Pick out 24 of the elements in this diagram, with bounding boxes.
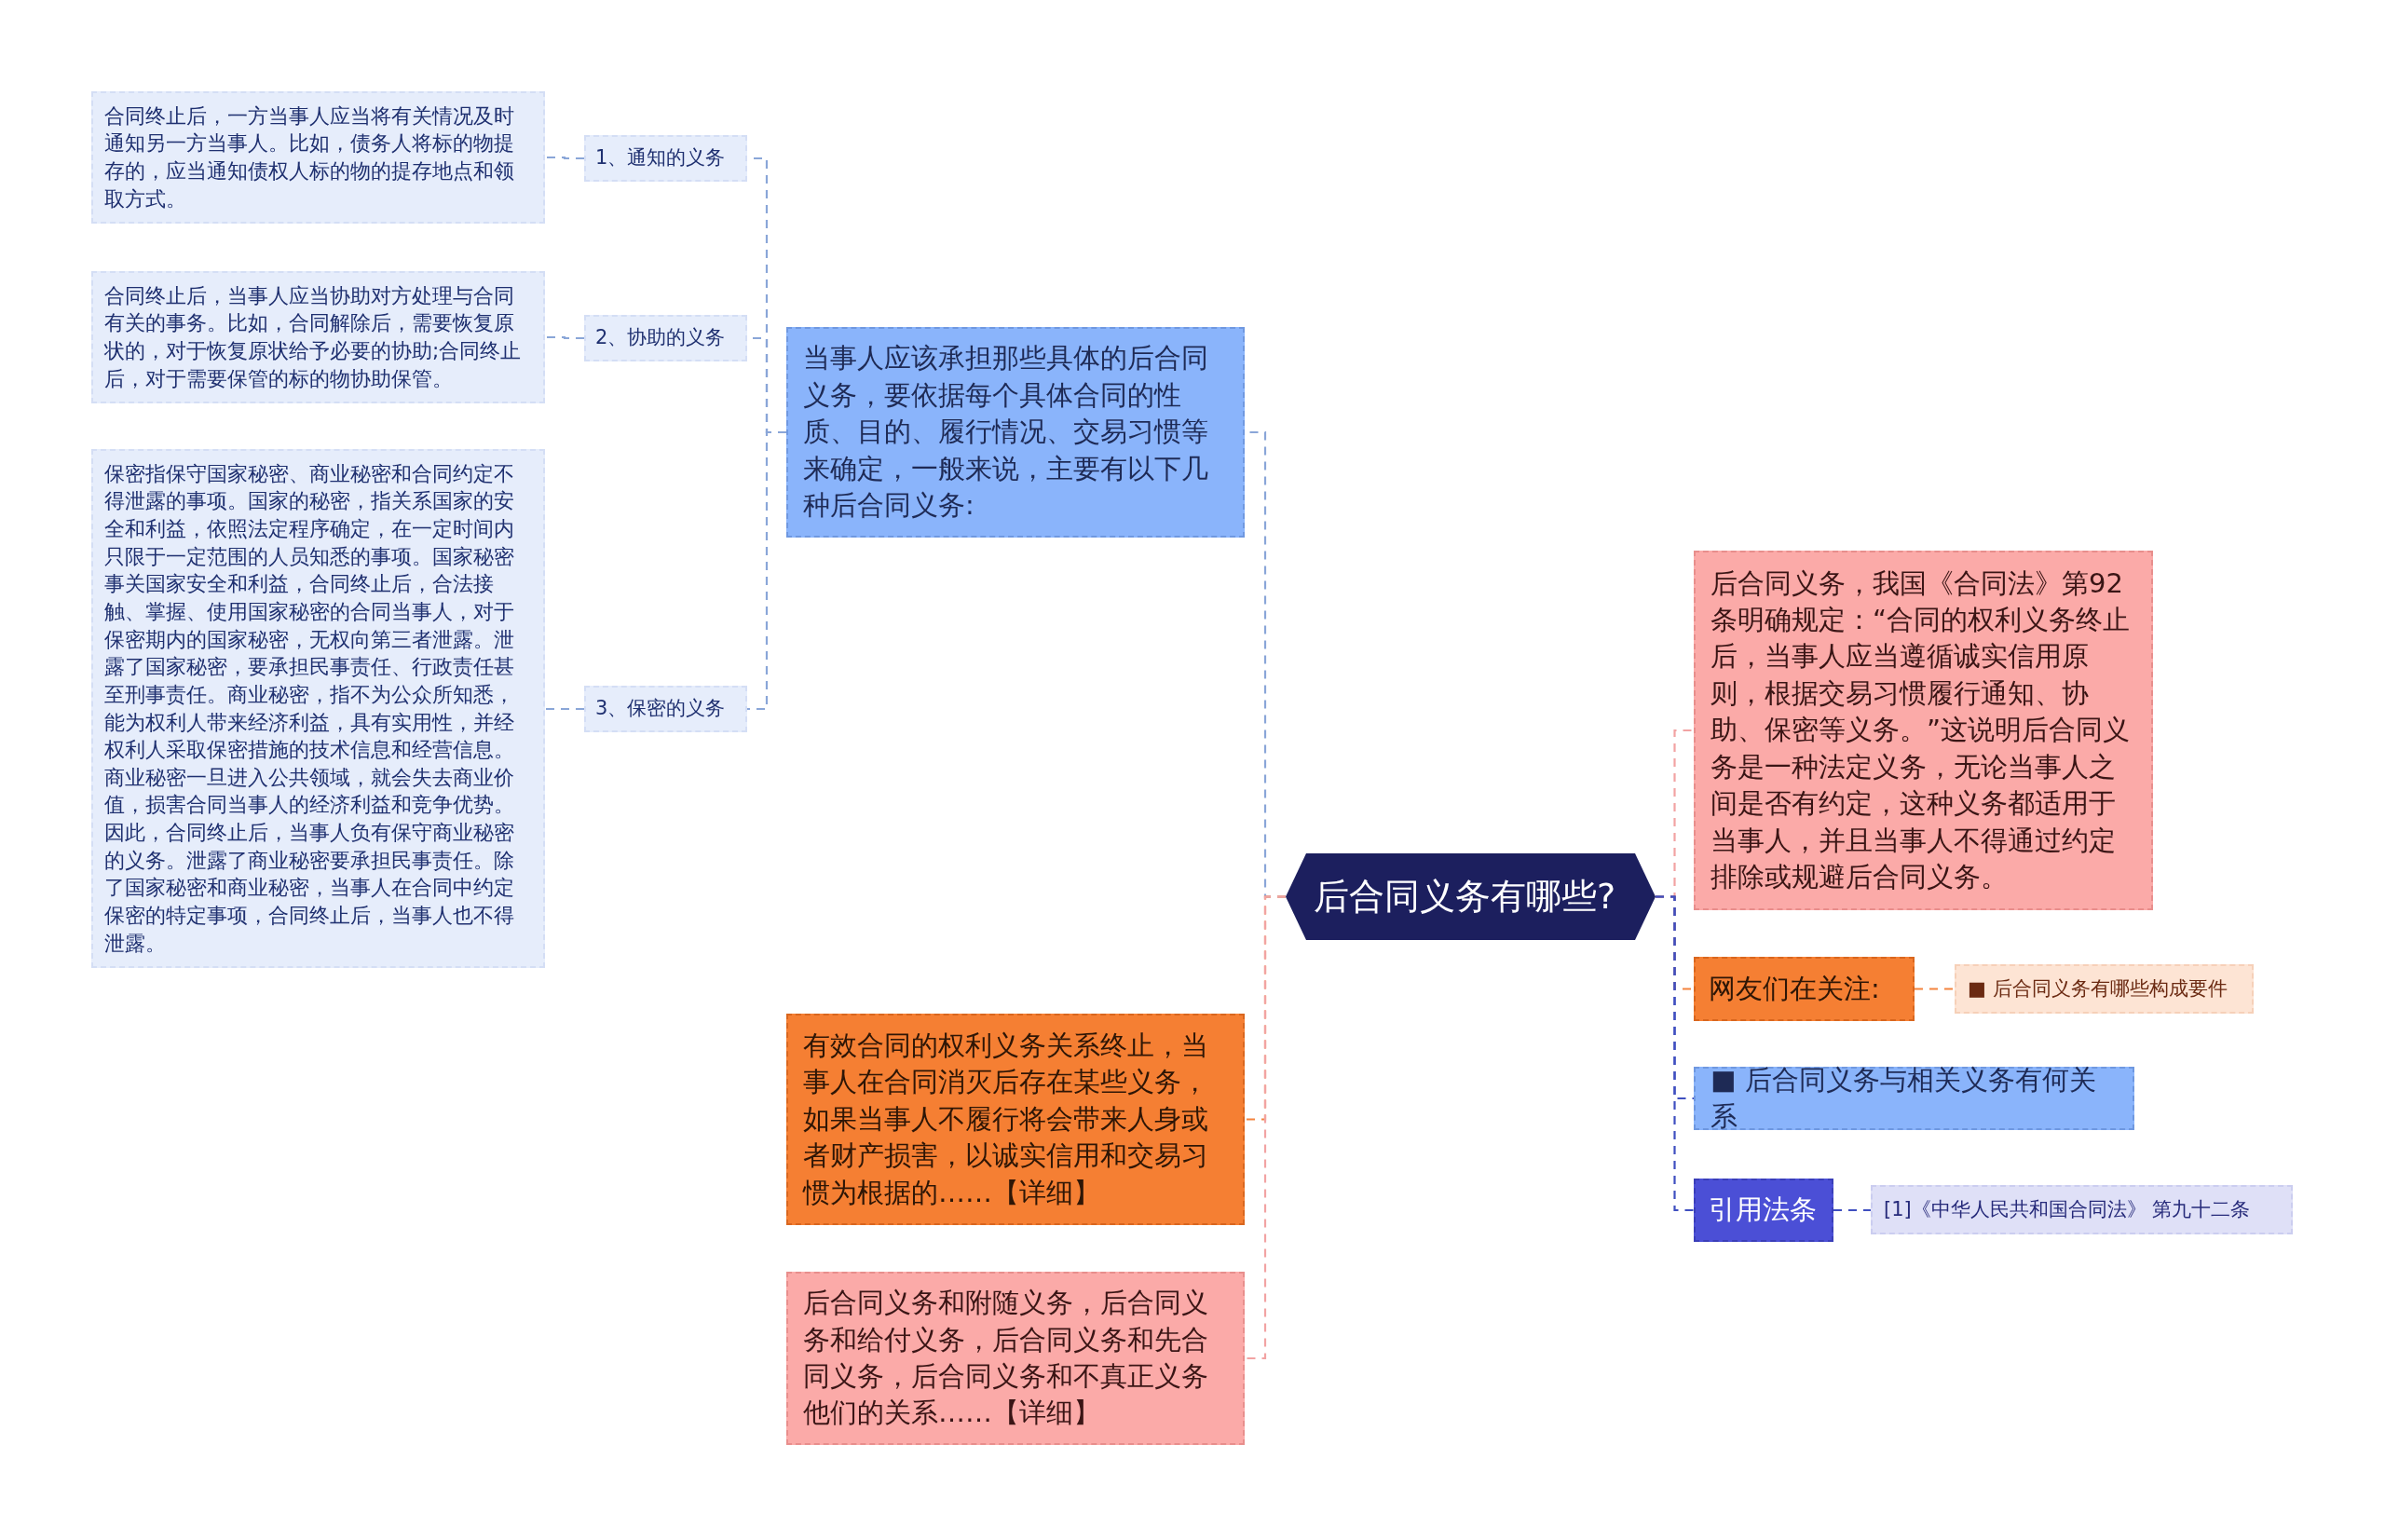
citation-box: [1]《中华人民共和国合同法》 第九十二条 — [1871, 1185, 2293, 1234]
note-box: 合同终止后，一方当事人应当将有关情况及时通知另一方当事人。比如，债务人将标的物提存的，应当通知债权人标的物的提存地点和领取方式。 — [91, 91, 545, 224]
connector — [545, 707, 584, 711]
connector — [1833, 1208, 1871, 1212]
topic-box: ■ 后合同义务与相关义务有何关系 — [1694, 1067, 2134, 1130]
topic-box: 后合同义务和附随义务，后合同义务和给付义务，后合同义务和先合同义务，后合同义务和不真正义务他们的关系……【详细】 — [786, 1272, 1245, 1445]
subtopic-box: 3、保密的义务 — [584, 686, 747, 732]
connector — [1656, 895, 1694, 1212]
subtopic-box: 1、通知的义务 — [584, 135, 747, 182]
link-box: ■ 后合同义务有哪些构成要件 — [1955, 964, 2254, 1014]
connector — [545, 156, 584, 160]
connector — [1915, 988, 1955, 990]
topic-box: 有效合同的权利义务关系终止，当事人在合同消灭后存在某些义务，如果当事人不履行将会带来人身或者财产损害，以诚实信用和交易习惯为根据的……【详细】 — [786, 1014, 1245, 1225]
topic-box: 网友们在关注: — [1694, 957, 1915, 1021]
note-box: 保密指保守国家秘密、商业秘密和合同约定不得泄露的事项。国家的秘密，指关系国家的安全和利益，依照法定程序确定，在一定时间内只限于一定范围的人员知悉的事项。国家秘密事关国家安全和利益，合同终止后，合法接触、掌握、使用国家秘密的合同当事人，对于保密期内的国家秘密，无权向第三者泄露。泄露了国家秘密，要承担民事责任、行政责任甚至刑事责任。商业秘密，指不为公众所知悉，能为权利人带来经济利益，具有实用性，并经权利人采取保密措施的技术信息和经营信息。商业秘密一旦进入公共领域，就会失去商业价值，损害合同当事人的经济利益和竞争优势。因此，合同终止后，当事人负有保守商业秘密的义务。泄露了商业秘密要承担民事责任。除了国家秘密和商业秘密，当事人在合同中约定保密的特定事项，合同终止后，当事人也不得泄露。 — [91, 449, 545, 968]
topic-box: 引用法条 — [1694, 1179, 1833, 1242]
connector — [545, 335, 584, 340]
connector — [1245, 895, 1286, 1360]
topic-box: 后合同义务，我国《合同法》第92条明确规定：“合同的权利义务终止后，当事人应当遵循诚实信用原则，根据交易习惯履行通知、协助、保密等义务。”这说明后合同义务是一种法定义务，无论当事人之间是否有约定，这种义务都适用于当事人，并且当事人不得通过约定排除或规避后合同义务。 — [1694, 551, 2153, 910]
topic-box: 当事人应该承担那些具体的后合同义务，要依据每个具体合同的性质、目的、履行情况、交易习惯等来确定，一般来说，主要有以下几种后合同义务: — [786, 327, 1245, 538]
connector — [747, 430, 786, 711]
topic-box: 后合同义务有哪些? — [1286, 853, 1656, 940]
note-box: 合同终止后，当事人应当协助对方处理与合同有关的事务。比如，合同解除后，需要恢复原状的，对于恢复原状给予必要的协助;合同终止后，对于需要保管的标的物协助保管。 — [91, 271, 545, 403]
subtopic-box: 2、协助的义务 — [584, 315, 747, 361]
